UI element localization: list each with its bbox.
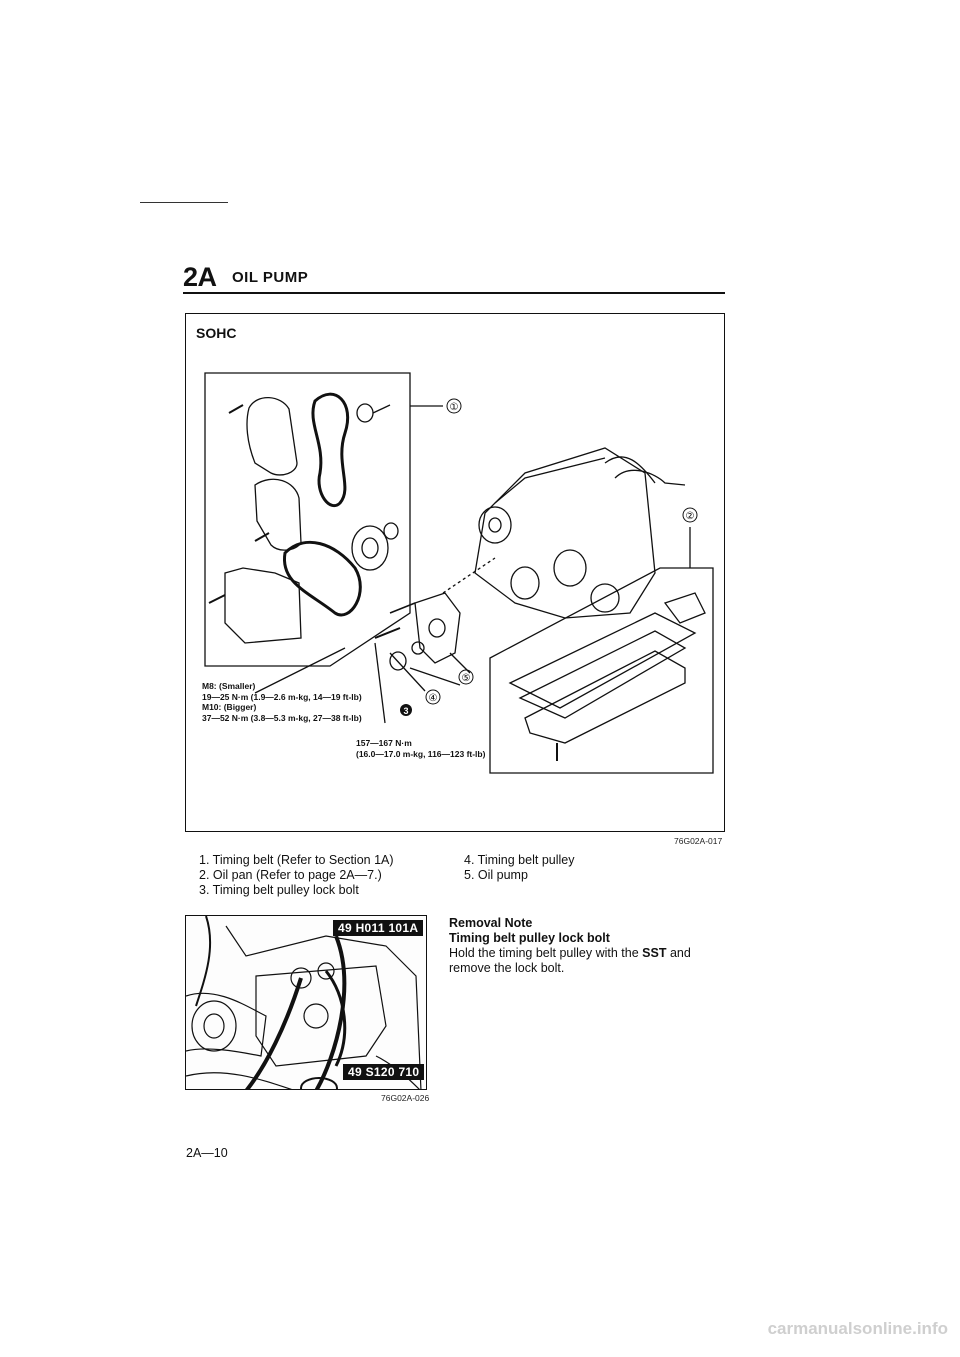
callout-2: ② — [686, 511, 695, 522]
callout-1: ① — [450, 402, 459, 413]
oil-pan-inset — [489, 567, 714, 774]
sst-drawing — [186, 916, 422, 1089]
page-number: 2A—10 — [186, 1146, 228, 1160]
legend-left: 1. Timing belt (Refer to Section 1A) 2. … — [199, 853, 394, 898]
note-body: Hold the timing belt pulley with the SST… — [449, 946, 691, 975]
callout-3: 3 — [403, 706, 408, 716]
note-heading: Removal Note — [449, 916, 533, 930]
belt-tensioner — [356, 403, 374, 423]
figure-label: SOHC — [196, 325, 237, 341]
callout-5: ⑤ — [462, 673, 471, 684]
oil-pan — [524, 650, 686, 744]
timing-belt-pulley — [389, 651, 407, 671]
upper-timing-cover — [246, 396, 298, 476]
lower-timing-cover — [254, 478, 302, 551]
header-rule — [183, 292, 725, 294]
drive-belt — [283, 540, 362, 617]
removal-note: Removal Note Timing belt pulley lock bol… — [449, 916, 729, 976]
sst-figure — [185, 915, 427, 1090]
timing-belt-inset — [204, 372, 411, 667]
timing-belt — [311, 392, 350, 507]
section-title: OIL PUMP — [232, 269, 309, 286]
sst-tag-top: 49 H011 101A — [333, 920, 424, 936]
exploded-view-drawing: ① ② ④ ⑤ 3 — [204, 372, 714, 774]
engine-block — [474, 447, 656, 619]
legend-right: 4. Timing belt pulley 5. Oil pump — [464, 853, 574, 883]
crank-pulley — [351, 525, 389, 571]
oil-pump — [414, 592, 461, 664]
timing-belt-plate — [224, 567, 302, 644]
exploded-view-figure — [185, 313, 725, 832]
torque-spec-lock-bolt: 157—167 N·m (16.0—17.0 m-kg, 116—123 ft-… — [356, 738, 486, 759]
figure-code-main: 76G02A-017 — [674, 836, 723, 846]
legend-item: 5. Oil pump — [464, 868, 528, 882]
legend-item: 2. Oil pan (Refer to page 2A—7.) — [199, 868, 382, 882]
legend-item: 1. Timing belt (Refer to Section 1A) — [199, 853, 394, 867]
note-subheading: Timing belt pulley lock bolt — [449, 931, 610, 945]
legend-item: 4. Timing belt pulley — [464, 853, 575, 867]
callout-4: ④ — [429, 693, 438, 704]
top-rule — [140, 202, 228, 203]
torque-spec-bolts: M8: (Smaller) 19—25 N·m (1.9—2.6 m-kg, 1… — [202, 681, 362, 723]
legend-item: 3. Timing belt pulley lock bolt — [199, 883, 359, 897]
figure-code-sst: 76G02A-026 — [381, 1093, 430, 1103]
sst-tag-bottom: 49 S120 710 — [343, 1064, 425, 1080]
oil-pan-gasket — [508, 612, 697, 709]
watermark: carmanualsonline.info — [767, 1319, 948, 1338]
section-code: 2A — [183, 262, 217, 292]
